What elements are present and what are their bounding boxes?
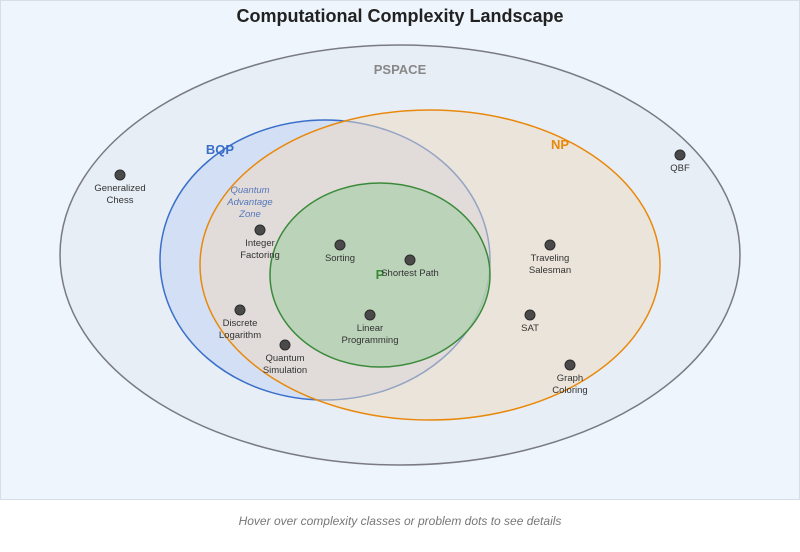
- quantum-advantage-zone: Quantum Advantage Zone: [226, 185, 272, 220]
- problem-label: Shortest Path: [381, 268, 439, 279]
- problem-label: Sorting: [325, 253, 355, 264]
- problem-dot[interactable]: [564, 359, 576, 371]
- complexity-diagram: Computational Complexity Landscape PSPAC…: [59, 6, 741, 466]
- problem-label: Factoring: [240, 250, 280, 261]
- problem-label: Programming: [341, 335, 398, 346]
- problem-label: Linear: [357, 323, 383, 334]
- problem-dot[interactable]: [114, 169, 126, 181]
- problem-dot[interactable]: [279, 339, 291, 351]
- problem-quantum-simulation[interactable]: Quantum Simulation: [263, 339, 307, 376]
- p-label: P: [376, 267, 385, 282]
- problem-graph-coloring[interactable]: Graph Coloring: [552, 359, 588, 396]
- problem-label: SAT: [521, 323, 539, 334]
- p-region[interactable]: [269, 182, 491, 368]
- problem-dot[interactable]: [404, 254, 416, 266]
- problem-shortest-path[interactable]: Shortest Path: [381, 254, 439, 279]
- hover-hint: Hover over complexity classes or problem…: [238, 514, 562, 528]
- problem-label: Coloring: [552, 385, 587, 396]
- np-label: NP: [551, 137, 569, 152]
- problem-label: Salesman: [529, 265, 571, 276]
- bqp-label: BQP: [206, 142, 235, 157]
- problem-discrete-logarithm[interactable]: Discrete Logarithm: [219, 304, 261, 341]
- problem-dot[interactable]: [524, 309, 536, 321]
- problem-label: Discrete: [223, 318, 258, 329]
- problem-linear-programming[interactable]: Linear Programming: [341, 309, 399, 346]
- problem-label: QBF: [670, 163, 690, 174]
- problem-label: Integer: [245, 238, 275, 249]
- problem-label: Simulation: [263, 365, 307, 376]
- problem-integer-factoring[interactable]: Integer Factoring: [240, 224, 280, 261]
- problem-generalized-chess[interactable]: Generalized Chess: [94, 169, 146, 206]
- problem-dot[interactable]: [674, 149, 686, 161]
- problem-dot[interactable]: [234, 304, 246, 316]
- problem-label: Logarithm: [219, 330, 261, 341]
- problem-sorting[interactable]: Sorting: [325, 239, 355, 264]
- zone-label-line: Zone: [238, 209, 261, 220]
- zone-label-line: Advantage: [226, 197, 272, 208]
- diagram-title: Computational Complexity Landscape: [236, 6, 563, 26]
- problem-sat[interactable]: SAT: [521, 309, 539, 334]
- problem-label: Generalized: [94, 183, 145, 194]
- problem-label: Graph: [557, 373, 583, 384]
- problem-dot[interactable]: [254, 224, 266, 236]
- pspace-label: PSPACE: [374, 62, 427, 77]
- problem-dot[interactable]: [334, 239, 346, 251]
- problem-label: Traveling: [531, 253, 570, 264]
- problem-label: Quantum: [265, 353, 304, 364]
- problem-label: Chess: [107, 195, 134, 206]
- problem-dot[interactable]: [364, 309, 376, 321]
- zone-label-line: Quantum: [230, 185, 269, 196]
- problem-traveling-salesman[interactable]: Traveling Salesman: [529, 239, 571, 276]
- problem-dot[interactable]: [544, 239, 556, 251]
- problem-qbf[interactable]: QBF: [670, 149, 690, 174]
